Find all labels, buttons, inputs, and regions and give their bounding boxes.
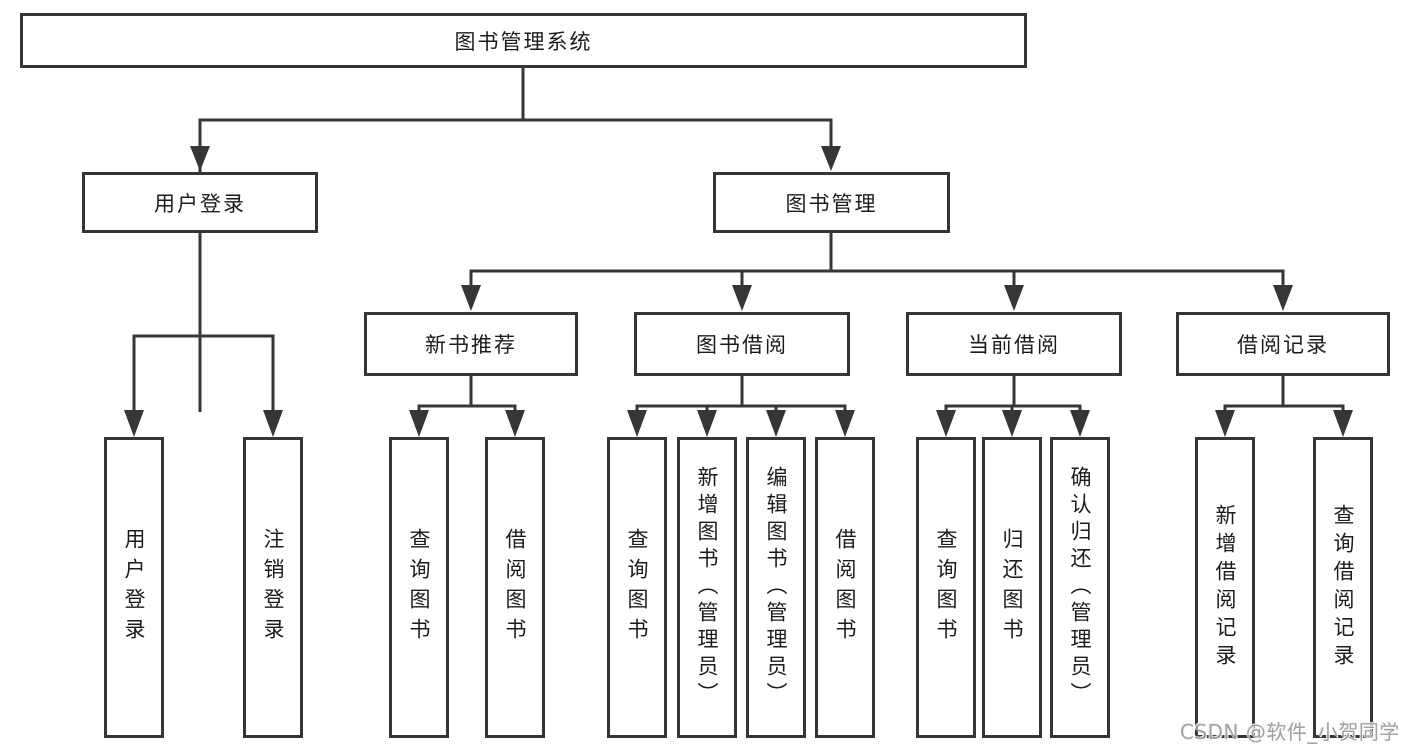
connector-current-borrow-to-children xyxy=(944,376,1082,414)
connector-borrow-records-to-children xyxy=(1223,376,1345,414)
arrowhead-icon xyxy=(461,285,481,311)
node-br-query-record: 查询借阅记录 xyxy=(1313,437,1373,738)
node-book-borrow: 图书借阅 xyxy=(634,312,850,376)
node-logout-login: 注销登录 xyxy=(243,437,303,738)
node-bb-query-books: 查询图书 xyxy=(607,437,667,738)
node-book-management: 图书管理 xyxy=(713,172,950,233)
arrowhead-icon xyxy=(835,410,855,437)
connector-book-borrow-to-children xyxy=(635,376,847,414)
node-user-login: 用户登录 xyxy=(82,172,318,233)
arrowhead-icon xyxy=(821,146,841,171)
node-bb-edit-books-admin: 编辑图书（管理员） xyxy=(746,437,806,738)
connector-user-login-to-children xyxy=(132,233,275,412)
arrowhead-icon xyxy=(1215,410,1235,437)
node-br-add-record: 新增借阅记录 xyxy=(1195,437,1255,738)
node-user-login-leaf: 用户登录 xyxy=(104,437,164,738)
arrowhead-icon xyxy=(505,410,525,437)
node-cb-confirm-return-admin: 确认归还（管理员） xyxy=(1050,437,1110,738)
connector-book-management-to-children xyxy=(469,233,1285,286)
node-borrow-records: 借阅记录 xyxy=(1176,312,1390,376)
node-current-borrow: 当前借阅 xyxy=(906,312,1122,376)
arrowhead-icon xyxy=(732,285,752,311)
arrowhead-icon xyxy=(936,410,956,437)
arrowhead-icon xyxy=(1333,410,1353,437)
node-bb-borrow-books: 借阅图书 xyxy=(815,437,875,738)
arrowhead-icon xyxy=(263,410,283,437)
arrowhead-icon xyxy=(1004,285,1024,311)
node-new-book-recommend: 新书推荐 xyxy=(364,312,578,376)
arrowhead-icon xyxy=(697,410,717,437)
arrowhead-icon xyxy=(1070,410,1090,437)
node-library-management-system: 图书管理系统 xyxy=(20,13,1027,68)
arrowhead-icon xyxy=(124,410,144,437)
node-bb-add-books-admin: 新增图书（管理员） xyxy=(677,437,737,738)
arrowhead-icon xyxy=(1273,285,1293,311)
arrowhead-icon xyxy=(1002,410,1022,437)
node-cb-query-books: 查询图书 xyxy=(916,437,976,738)
node-cb-return-books: 归还图书 xyxy=(982,437,1042,738)
node-nb-query-books: 查询图书 xyxy=(389,437,449,738)
arrowhead-icon xyxy=(409,410,429,437)
arrowhead-icon xyxy=(190,146,210,171)
connector-root-to-level2 xyxy=(198,68,833,412)
csdn-watermark: CSDN @软件_小贺同学 xyxy=(1180,720,1400,744)
arrowhead-icon xyxy=(627,410,647,437)
arrowhead-icon xyxy=(766,410,786,437)
connector-new-book-to-children xyxy=(417,376,517,414)
node-nb-borrow-books: 借阅图书 xyxy=(485,437,545,738)
